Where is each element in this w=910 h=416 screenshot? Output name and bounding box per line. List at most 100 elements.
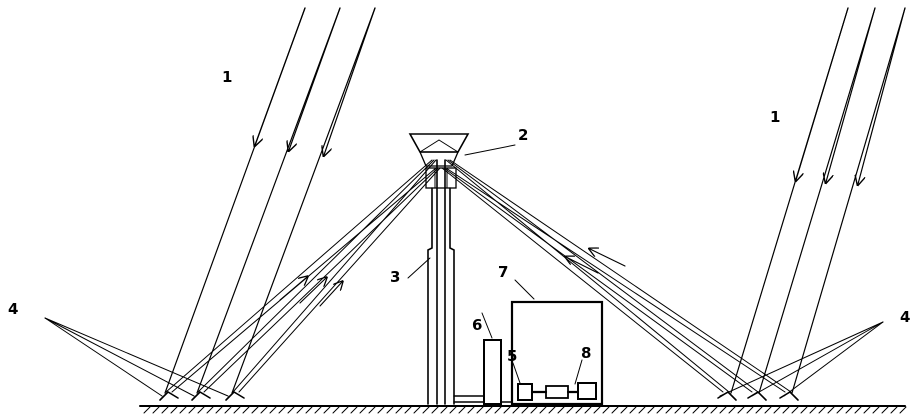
label-receiver: 2 — [518, 126, 528, 144]
component-6-box — [483, 339, 502, 405]
hatch-mark — [368, 406, 376, 414]
hatch-mark — [467, 406, 475, 414]
hatch-mark — [710, 406, 718, 414]
hatch-mark — [458, 406, 466, 414]
hatch-mark — [611, 406, 619, 414]
hatch-mark — [431, 406, 439, 414]
hatch-mark — [557, 406, 565, 414]
hatch-mark — [323, 406, 331, 414]
ground — [139, 405, 907, 414]
label-heliostats-right: 4 — [900, 308, 910, 326]
hatch-mark — [395, 406, 403, 414]
hatch-mark — [575, 406, 583, 414]
hatch-mark — [242, 406, 250, 414]
hatch-mark — [404, 406, 412, 414]
building-7 — [510, 300, 604, 406]
label-tower: 3 — [390, 268, 400, 286]
hatch-mark — [485, 406, 493, 414]
hatch-mark — [422, 406, 430, 414]
label-sun-rays-right: 1 — [770, 108, 780, 126]
hatch-mark — [854, 406, 862, 414]
hatch-mark — [224, 406, 232, 414]
hatch-mark — [665, 406, 673, 414]
hatch-mark — [539, 406, 547, 414]
hatch-mark — [179, 406, 187, 414]
hatch-mark — [287, 406, 295, 414]
label-heliostats-left: 4 — [8, 300, 18, 318]
hatch-mark — [260, 406, 268, 414]
hatch-mark — [377, 406, 385, 414]
hatch-mark — [296, 406, 304, 414]
hatch-mark — [881, 406, 889, 414]
hatch-mark — [170, 406, 178, 414]
hatch-mark — [278, 406, 286, 414]
hatch-mark — [143, 406, 151, 414]
hatch-mark — [413, 406, 421, 414]
hatch-mark — [890, 406, 898, 414]
hatch-mark — [566, 406, 574, 414]
hatch-mark — [314, 406, 322, 414]
hatch-mark — [440, 406, 448, 414]
hatch-mark — [674, 406, 682, 414]
ground-hatching — [143, 406, 907, 414]
component-8-box — [577, 382, 597, 400]
hatch-mark — [584, 406, 592, 414]
hatch-mark — [755, 406, 763, 414]
hatch-mark — [251, 406, 259, 414]
hatch-mark — [530, 406, 538, 414]
label-component-5: 5 — [507, 347, 517, 365]
hatch-mark — [629, 406, 637, 414]
hatch-mark — [638, 406, 646, 414]
hatch-mark — [863, 406, 871, 414]
hatch-mark — [233, 406, 241, 414]
reflected-rays-left — [165, 159, 441, 393]
hatch-mark — [512, 406, 520, 414]
hatch-mark — [269, 406, 277, 414]
hatch-mark — [782, 406, 790, 414]
hatch-mark — [773, 406, 781, 414]
hatch-mark — [701, 406, 709, 414]
hatch-mark — [161, 406, 169, 414]
hatch-mark — [521, 406, 529, 414]
hatch-mark — [359, 406, 367, 414]
label-component-6: 6 — [472, 316, 482, 334]
hatch-mark — [899, 406, 907, 414]
component-5-box — [517, 383, 533, 401]
hatch-mark — [872, 406, 880, 414]
hatch-mark — [737, 406, 745, 414]
hatch-mark — [764, 406, 772, 414]
hatch-mark — [386, 406, 394, 414]
hatch-mark — [602, 406, 610, 414]
hatch-mark — [593, 406, 601, 414]
hatch-mark — [449, 406, 457, 414]
hatch-mark — [746, 406, 754, 414]
sun-rays-left — [164, 7, 376, 394]
label-sun-rays-left: 1 — [222, 68, 232, 86]
hatch-mark — [728, 406, 736, 414]
hatch-mark — [548, 406, 556, 414]
hatch-mark — [800, 406, 808, 414]
hatch-mark — [332, 406, 340, 414]
hatch-mark — [836, 406, 844, 414]
sun-rays-right — [730, 7, 906, 394]
hatch-mark — [620, 406, 628, 414]
hatch-mark — [845, 406, 853, 414]
hatch-mark — [692, 406, 700, 414]
hatch-mark — [647, 406, 655, 414]
hatch-mark — [656, 406, 664, 414]
label-building-7: 7 — [498, 263, 508, 281]
reflected-rays-right — [441, 159, 792, 393]
hatch-mark — [791, 406, 799, 414]
hatch-mark — [719, 406, 727, 414]
hatch-mark — [341, 406, 349, 414]
heliostats-left — [159, 390, 245, 401]
hatch-mark — [494, 406, 502, 414]
hatch-mark — [683, 406, 691, 414]
hatch-mark — [305, 406, 313, 414]
hatch-mark — [188, 406, 196, 414]
hatch-mark — [503, 406, 511, 414]
heliostats-right — [717, 390, 799, 401]
leader-lines — [44, 144, 884, 397]
tower — [408, 133, 485, 405]
